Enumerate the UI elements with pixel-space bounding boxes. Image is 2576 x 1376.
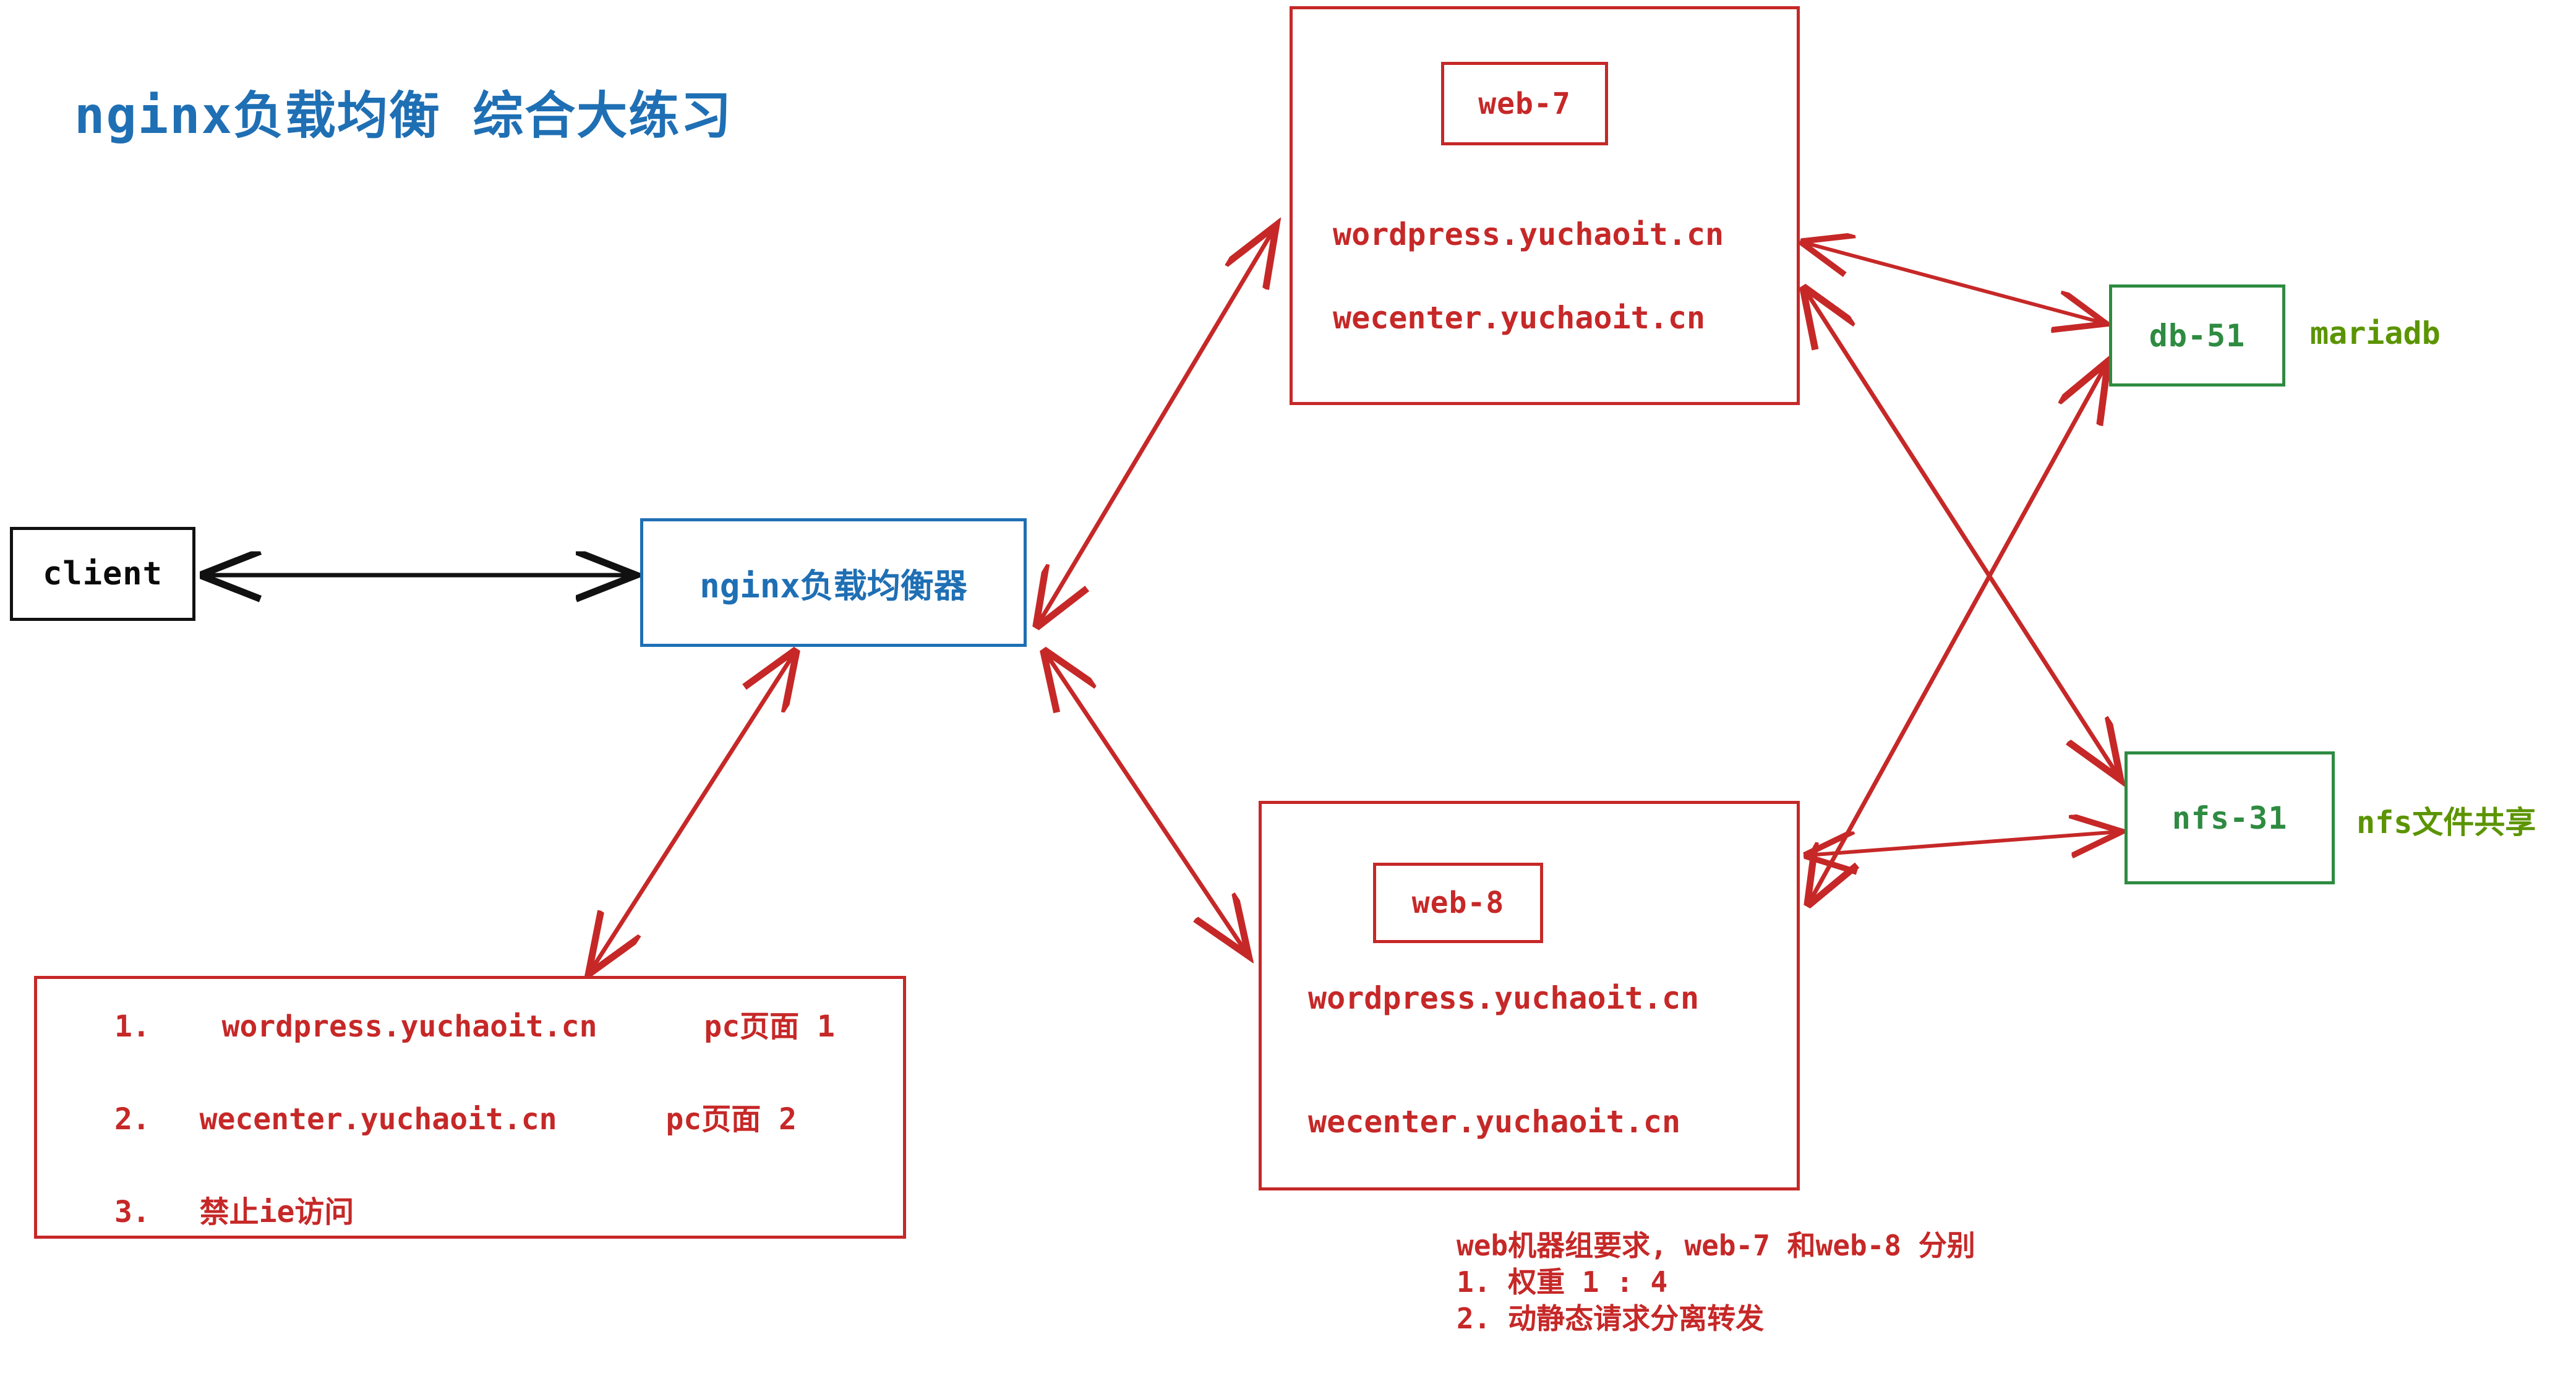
node-client[interactable]: client [10, 527, 195, 621]
page-title: nginx负载均衡 综合大练习 [74, 87, 733, 145]
edge-web8-db [1809, 365, 2106, 903]
requirement-1-num: 1. [114, 1009, 150, 1044]
node-db[interactable]: db-51 [2109, 284, 2285, 387]
web-group-requirement-note: web机器组要求, web-7 和web-8 分别 1. 权重 1 : 4 2.… [1457, 1228, 1975, 1337]
web8-host-wecenter: wecenter.yuchaoit.cn [1308, 1104, 1681, 1140]
requirement-item-3: 3. 禁止ie访问 [114, 1187, 354, 1231]
db-label: db-51 [2149, 317, 2246, 354]
edge-loadbalancer-web7 [1038, 229, 1274, 625]
requirement-item-2: 2. wecenter.yuchaoit.cn pc页面 2 [114, 1095, 797, 1138]
requirement-1-page: pc页面 1 [704, 1009, 835, 1044]
nfs-label: nfs-31 [2172, 800, 2288, 836]
web7-host-wecenter: wecenter.yuchaoit.cn [1333, 300, 1706, 336]
node-web7-chip[interactable]: web-7 [1441, 62, 1608, 145]
edge-web7-nfs [1805, 289, 2118, 776]
edge-loadbalancer-web8 [1045, 652, 1246, 952]
node-web8-chip[interactable]: web-8 [1373, 863, 1543, 943]
db-note: mariadb [2310, 315, 2441, 351]
requirement-2-page: pc页面 2 [665, 1102, 797, 1137]
requirement-2-num: 2. [114, 1102, 150, 1137]
web-group-note-line-2: 1. 权重 1 : 4 [1457, 1265, 1668, 1299]
requirement-3-num: 3. [114, 1195, 150, 1229]
requirement-2-domain: wecenter.yuchaoit.cn [199, 1102, 557, 1137]
requirement-item-1: 1. wordpress.yuchaoit.cn pc页面 1 [114, 1002, 835, 1045]
requirement-1-domain: wordpress.yuchaoit.cn [221, 1009, 597, 1044]
web8-host-wordpress: wordpress.yuchaoit.cn [1308, 980, 1700, 1016]
load-balancer-label: nginx负载均衡器 [700, 566, 967, 605]
web-group-note-line-3: 2. 动静态请求分离转发 [1457, 1301, 1765, 1335]
web7-label: web-7 [1478, 86, 1571, 121]
nfs-note: nfs文件共享 [2356, 805, 2536, 840]
requirements-box [34, 976, 906, 1239]
web8-label: web-8 [1411, 886, 1505, 920]
web7-host-wordpress: wordpress.yuchaoit.cn [1333, 216, 1724, 252]
client-label: client [43, 555, 163, 592]
node-nfs[interactable]: nfs-31 [2125, 751, 2335, 884]
edge-web8-nfs [1807, 832, 2118, 855]
edge-loadbalancer-requirements [591, 652, 795, 971]
requirement-3-domain: 禁止ie访问 [199, 1195, 354, 1229]
node-load-balancer[interactable]: nginx负载均衡器 [640, 518, 1027, 647]
edge-web7-db [1804, 242, 2103, 323]
web-group-note-line-1: web机器组要求, web-7 和web-8 分别 [1457, 1229, 1975, 1262]
